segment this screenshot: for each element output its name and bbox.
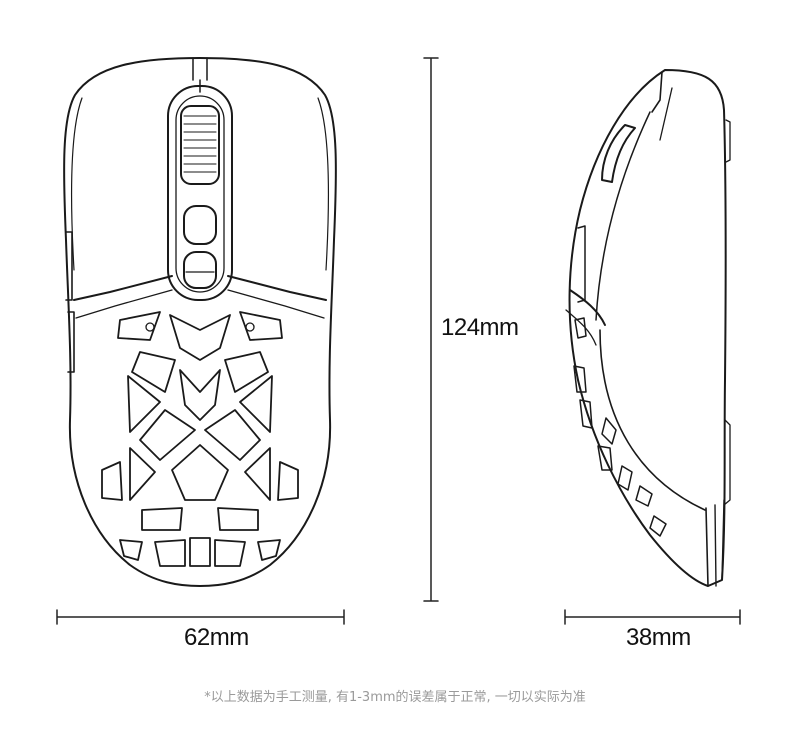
width-dimension-line	[56, 609, 345, 625]
height-dimension-line	[564, 609, 741, 625]
dpi-button-lower	[183, 251, 217, 289]
measurement-note: *以上数据为手工测量, 有1-3mm的误差属于正常, 一切以实际为准	[204, 690, 586, 705]
center-housing	[167, 85, 233, 301]
mouse-side-view	[565, 69, 731, 587]
side-view-outline	[568, 69, 727, 587]
mouse-top-view	[63, 57, 337, 587]
width-label: 62mm	[184, 624, 249, 651]
height-label: 38mm	[626, 624, 691, 651]
length-dimension-line	[423, 57, 439, 602]
dimension-lines	[56, 57, 741, 625]
dpi-button-upper	[183, 205, 217, 245]
side-scroll-wheel-icon	[601, 124, 636, 183]
lattice-cutouts	[101, 311, 299, 567]
scroll-wheel-icon	[180, 105, 220, 185]
length-label: 124mm	[441, 314, 519, 341]
side-lattice-cutouts	[573, 317, 667, 537]
top-view-outline	[63, 57, 337, 587]
